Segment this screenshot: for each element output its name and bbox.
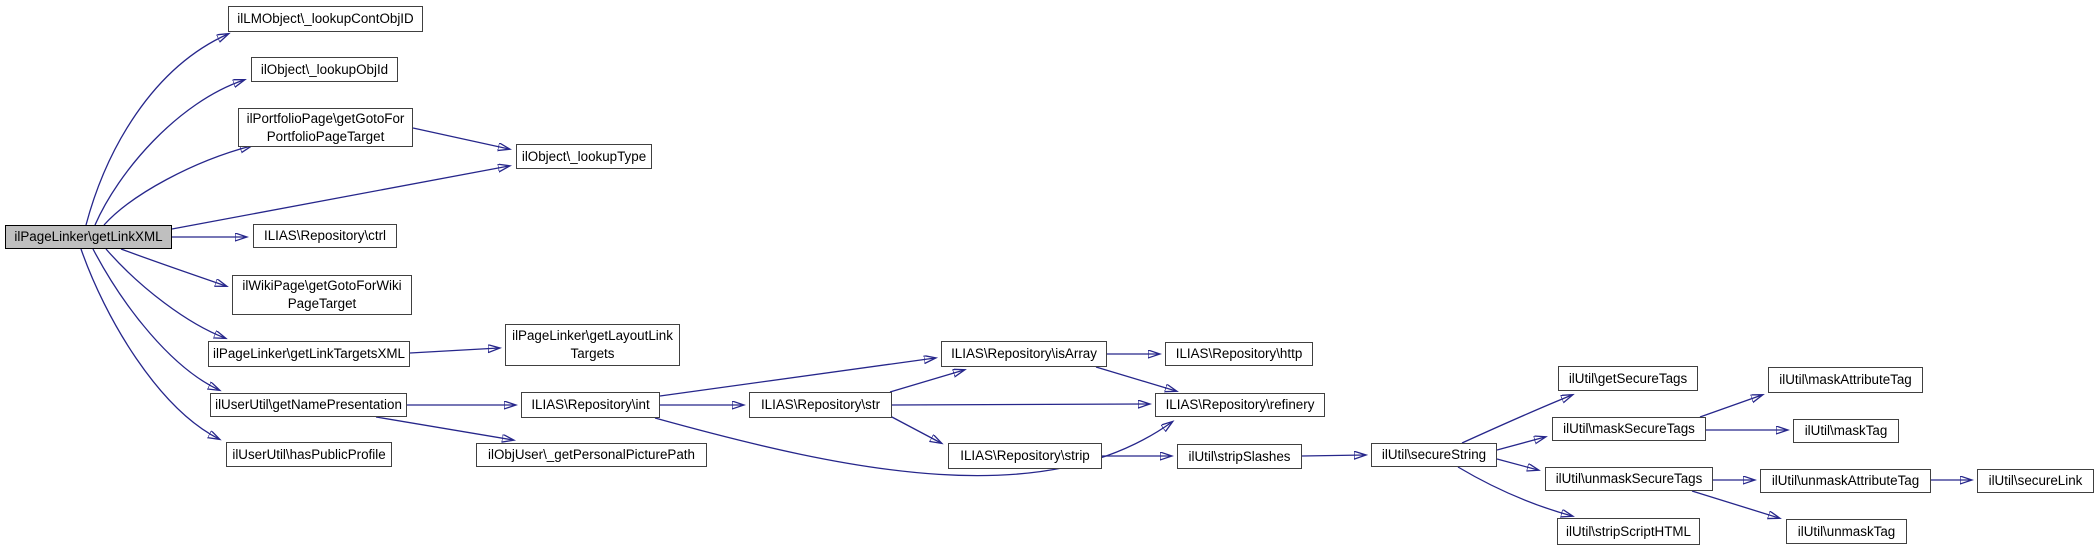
- node-stripScriptHTML[interactable]: ilUtil\stripScriptHTML: [1557, 518, 1700, 545]
- node-getNamePresentation[interactable]: ilUserUtil\getNamePresentation: [210, 393, 407, 417]
- node-getSecureTags[interactable]: ilUtil\getSecureTags: [1558, 366, 1698, 391]
- edge-getLinkTargetsXML--getLayoutLinkTargets: [409, 348, 499, 354]
- edge-maskSecureTags--maskAttributeTag: [1699, 395, 1762, 418]
- node-secureLink[interactable]: ilUtil\secureLink: [1977, 469, 2094, 493]
- node-unmaskTag[interactable]: ilUtil\unmaskTag: [1786, 519, 1907, 544]
- node-maskAttributeTag[interactable]: ilUtil\maskAttributeTag: [1768, 367, 1923, 393]
- edge-getLinkXML--hasPublicProfile: [80, 248, 219, 439]
- edge-getLinkXML--portfolioPageTarget: [103, 146, 251, 226]
- node-getLayoutLinkTargets[interactable]: ilPageLinker\getLayoutLink Targets: [505, 324, 680, 366]
- node-lookupContObjID[interactable]: ilLMObject\_lookupContObjID: [228, 6, 423, 32]
- node-portfolioPageTarget[interactable]: ilPortfolioPage\getGotoFor PortfolioPage…: [238, 108, 413, 147]
- node-stripSlashes[interactable]: ilUtil\stripSlashes: [1177, 444, 1302, 469]
- edge-str--strip: [889, 415, 941, 443]
- node-unmaskSecureTags[interactable]: ilUtil\unmaskSecureTags: [1545, 467, 1713, 491]
- edge-secureString--getSecureTags: [1461, 395, 1572, 444]
- node-secureString[interactable]: ilUtil\secureString: [1371, 443, 1497, 467]
- node-strip[interactable]: ILIAS\Repository\strip: [948, 443, 1102, 469]
- node-int[interactable]: ILIAS\Repository\int: [521, 392, 660, 418]
- edge-int--refinery: [654, 417, 1172, 477]
- edge-getLinkXML--getLinkTargetsXML: [105, 248, 225, 338]
- node-wikiPageTarget[interactable]: ilWikiPage\getGotoForWiki PageTarget: [232, 275, 412, 315]
- edge-portfolioPageTarget--lookupType: [412, 127, 509, 149]
- edge-getLinkXML--getNamePresentation: [92, 248, 219, 390]
- node-getLinkXML: ilPageLinker\getLinkXML: [5, 225, 172, 249]
- edge-isArray--refinery: [1095, 366, 1176, 391]
- node-maskSecureTags[interactable]: ilUtil\maskSecureTags: [1552, 417, 1706, 441]
- edge-getLinkXML--lookupType: [171, 166, 509, 230]
- edge-str--refinery: [891, 404, 1149, 405]
- node-getPersonalPicturePath[interactable]: ilObjUser\_getPersonalPicturePath: [476, 443, 707, 467]
- node-unmaskAttributeTag[interactable]: ilUtil\unmaskAttributeTag: [1760, 469, 1931, 493]
- edge-getLinkXML--wikiPageTarget: [120, 248, 226, 286]
- edge-int--isArray: [659, 358, 935, 397]
- node-lookupObjId[interactable]: ilObject\_lookupObjId: [251, 57, 398, 82]
- node-str[interactable]: ILIAS\Repository\str: [749, 392, 892, 418]
- node-ctrl[interactable]: ILIAS\Repository\ctrl: [253, 224, 397, 248]
- node-refinery[interactable]: ILIAS\Repository\refinery: [1155, 393, 1325, 417]
- edge-secureString--unmaskSecureTags: [1496, 458, 1538, 470]
- node-lookupType[interactable]: ilObject\_lookupType: [516, 144, 652, 169]
- node-maskTag[interactable]: ilUtil\maskTag: [1793, 419, 1899, 443]
- edge-unmaskSecureTags--unmaskTag: [1691, 490, 1779, 518]
- node-isArray[interactable]: ILIAS\Repository\isArray: [941, 341, 1107, 367]
- node-http[interactable]: ILIAS\Repository\http: [1165, 342, 1313, 366]
- edge-str--isArray: [889, 370, 964, 393]
- node-hasPublicProfile[interactable]: ilUserUtil\hasPublicProfile: [226, 442, 392, 467]
- edge-secureString--stripScriptHTML: [1457, 466, 1572, 516]
- node-getLinkTargetsXML[interactable]: ilPageLinker\getLinkTargetsXML: [208, 341, 410, 367]
- edge-secureString--maskSecureTags: [1496, 437, 1545, 451]
- edge-getNamePresentation--getPersonalPicturePath: [375, 416, 513, 440]
- edge-stripSlashes--secureString: [1301, 455, 1365, 456]
- edge-getLinkXML--lookupContObjID: [85, 34, 228, 226]
- edge-getLinkXML--lookupObjId: [94, 80, 244, 226]
